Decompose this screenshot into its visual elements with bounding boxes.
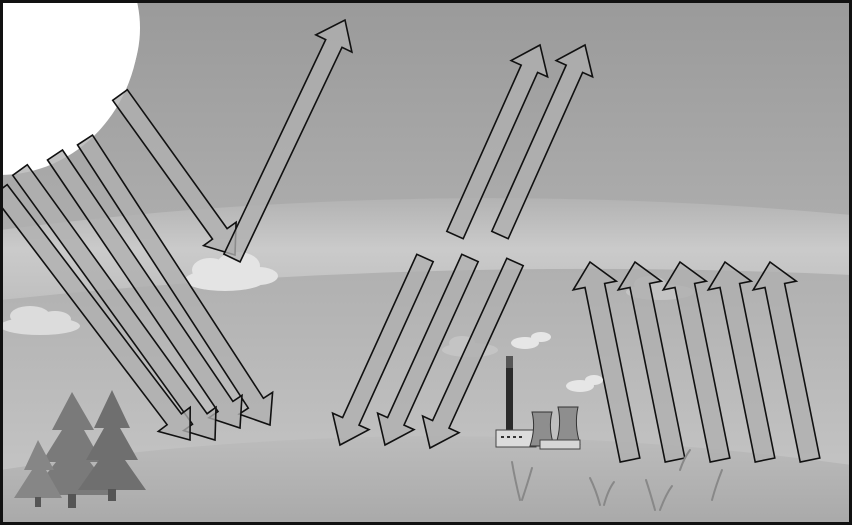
cooling-tower: [556, 407, 580, 444]
